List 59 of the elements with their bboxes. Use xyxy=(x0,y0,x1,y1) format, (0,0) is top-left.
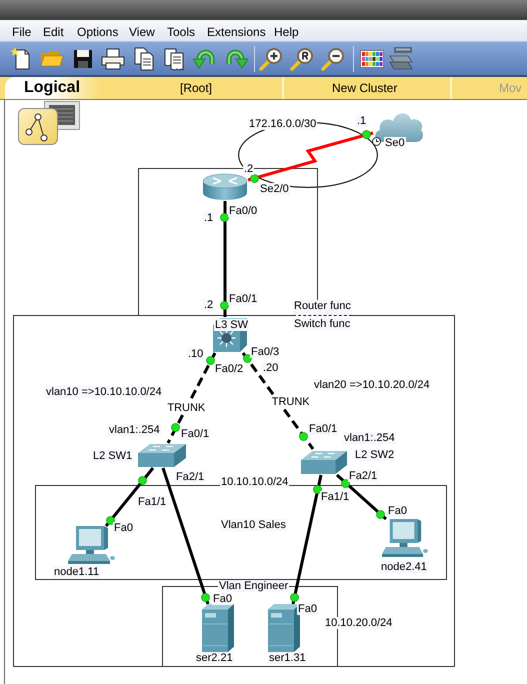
port-label: Fa0/1 xyxy=(308,423,338,435)
menu-item: Help xyxy=(274,25,299,39)
area-label: Vlan10 Sales xyxy=(220,519,287,531)
port-label: Fa0/0 xyxy=(228,205,258,217)
address-label: .10 xyxy=(187,348,204,360)
menu-item: Extensions xyxy=(207,25,266,39)
port-label: Fa0 xyxy=(212,593,233,605)
device-label: ser2.21 xyxy=(195,652,234,664)
menu-item: File xyxy=(12,25,32,39)
tab-label: New Cluster xyxy=(332,81,398,95)
port-label: Fa1/1 xyxy=(137,496,168,508)
menu-item: Options xyxy=(77,25,118,39)
note-text: vlan10 =>10.10.10.0/24 xyxy=(45,386,163,398)
port-label: Fa1/1 xyxy=(320,491,350,503)
cable-line xyxy=(166,352,216,444)
address-label: .1 xyxy=(203,212,214,224)
device-label: L2 SW1 xyxy=(92,450,134,462)
device-label: L2 SW2 xyxy=(354,449,396,461)
area-label: Vlan Engineer xyxy=(218,580,290,592)
subnet-label: 172.16.0.0/30 xyxy=(248,118,318,130)
area-label: Router func xyxy=(293,300,352,316)
port-label: Fa0 xyxy=(297,603,318,615)
port-label: Fa0 xyxy=(387,505,408,517)
tab-label: [Root] xyxy=(180,81,212,95)
area-frame xyxy=(13,315,455,667)
menu-item: Tools xyxy=(167,25,196,39)
device-label: L3 SW xyxy=(214,319,250,331)
area-label: Switch func xyxy=(293,318,352,330)
menu-item: Edit xyxy=(43,25,64,39)
port-label: Se0 xyxy=(384,137,406,149)
port-label: Fa2/1 xyxy=(175,471,206,483)
cable-line xyxy=(336,474,387,520)
port-label: Se2/0 xyxy=(259,183,290,195)
address-label: .20 xyxy=(262,362,280,374)
edge-label: TRUNK xyxy=(166,402,206,414)
tab: Logical xyxy=(5,77,100,99)
menu-item: View xyxy=(129,25,155,39)
port-label: Fa0/3 xyxy=(250,346,280,358)
address-label: .2 xyxy=(203,299,214,311)
port-label: Fa0/1 xyxy=(180,428,210,440)
device-label: ser1.31 xyxy=(268,652,307,664)
device-label: node2.41 xyxy=(380,561,428,573)
port-label: Fa2/1 xyxy=(348,470,378,482)
serial-link-line xyxy=(248,132,374,182)
tab-label: Mov xyxy=(499,81,522,95)
subnet-label: 10.10.10.0/24 xyxy=(220,476,290,488)
port-label: Fa0/1 xyxy=(228,293,258,305)
address-label: .1 xyxy=(356,115,368,127)
note-text: vlan20 =>10.10.20.0/24 xyxy=(313,379,431,391)
subnet-label: 10.10.20.0/24 xyxy=(324,617,394,629)
cable-line xyxy=(104,467,154,527)
address-label: vlan1:.254 xyxy=(343,432,396,444)
cable-line xyxy=(162,468,210,604)
device-label: node1.11 xyxy=(53,566,100,578)
port-label: Fa0 xyxy=(113,522,134,534)
address-label: vlan1:.254 xyxy=(108,424,161,436)
address-label: .2 xyxy=(243,163,254,175)
port-label: Fa0/2 xyxy=(214,363,244,375)
cable-line xyxy=(292,474,322,604)
